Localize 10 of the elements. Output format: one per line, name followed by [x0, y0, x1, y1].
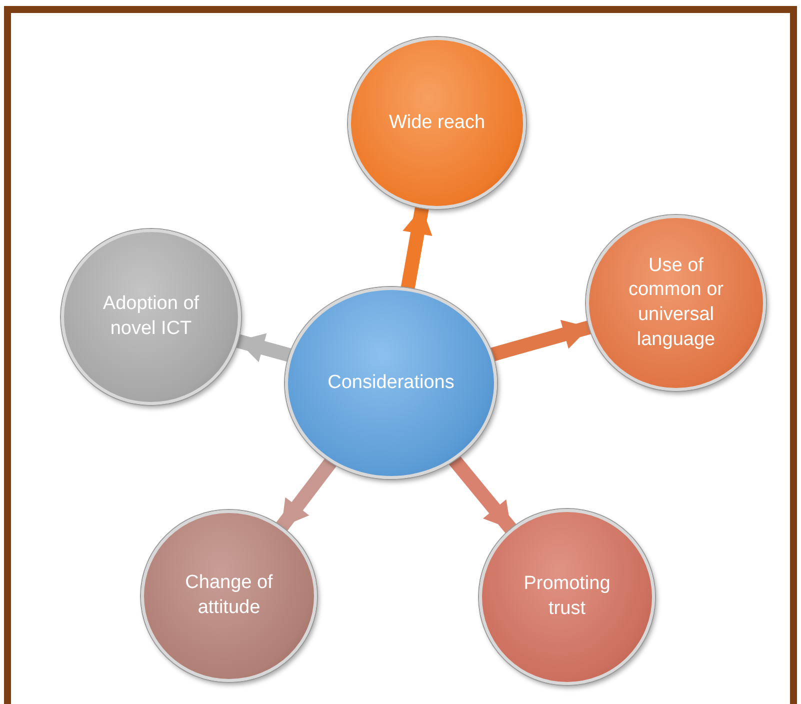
block-arrow — [400, 206, 432, 290]
node-label: Wide reach — [388, 110, 486, 135]
node-label: Promoting trust — [522, 572, 612, 621]
block-arrow — [448, 456, 516, 534]
node-label: Considerations — [328, 370, 454, 395]
node-label: Change of attitude — [184, 571, 274, 620]
block-arrow — [490, 320, 592, 362]
node-label: Adoption of novel ICT — [102, 292, 200, 341]
node-label: Use of common or universal language — [627, 254, 725, 352]
block-arrow — [276, 458, 336, 532]
